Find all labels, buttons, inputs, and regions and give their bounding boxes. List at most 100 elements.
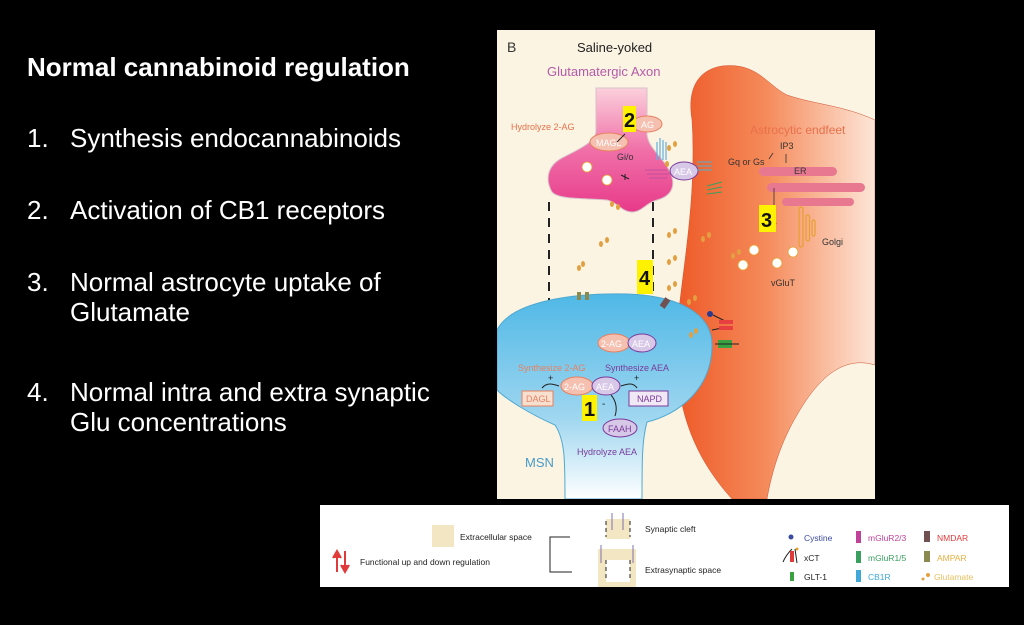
marker-2: 2 (623, 106, 636, 132)
faah-label: FAAH (608, 424, 632, 434)
vesicles (581, 161, 613, 186)
point-text: Synthesis endocannabinoids (70, 123, 402, 153)
svg-text:1: 1 (584, 399, 595, 421)
synaptic-cleft-label: Synaptic cleft (645, 524, 696, 534)
svg-text:4: 4 (639, 268, 651, 290)
glutamate-dots (577, 141, 741, 338)
point-item: 2. Activation of CB1 receptors (27, 195, 450, 225)
dagl-label: DAGL (526, 394, 551, 404)
magl-enzyme (589, 132, 629, 152)
synaptic-cleft-swatch (606, 519, 630, 539)
plus-sign: + (548, 373, 553, 383)
legend-glutamate: Glutamate (934, 572, 973, 582)
synapse-svg: B Saline-yoked Glutamatergic Axon Astroc… (497, 39, 875, 499)
legend-nmdar: NMDAR (937, 533, 968, 543)
ampar-receptor (577, 292, 589, 300)
marker-3: 3 (759, 205, 776, 232)
extracellular-swatch (432, 525, 454, 547)
slide-title: Normal cannabinoid regulation (27, 52, 410, 82)
point-item: 3. Normal astrocyte uptake of Glutamate (27, 267, 430, 327)
updown-arrows-icon (332, 548, 350, 575)
legend-cystine: Cystine (804, 533, 833, 543)
point-number: 4. (27, 377, 49, 407)
xct-icon (782, 547, 799, 564)
2ag-label: 2-AG (601, 339, 622, 349)
cb1r-receptor (697, 161, 712, 171)
point-item: 4. Normal intra and extra synaptic Glu co… (27, 377, 455, 437)
mglur23-receptor (645, 169, 669, 179)
ip3-label: IP3 (780, 141, 794, 151)
er-label: ER (794, 166, 807, 176)
synapse-diagram: B Saline-yoked Glutamatergic Axon Astroc… (497, 30, 875, 499)
mglur23-icon (856, 531, 861, 543)
point-text: Normal astrocyte uptake of Glutamate (70, 267, 381, 327)
minus-sign: - (602, 399, 605, 410)
napd-enzyme (628, 390, 669, 407)
cystine-icon (788, 534, 794, 540)
vglut-label: vGluT (771, 278, 796, 288)
legend-bracket (549, 536, 572, 573)
glutamate-icon (921, 573, 930, 581)
ampar-icon (924, 551, 930, 562)
figure-legend: Extracellular space Functional up and do… (320, 505, 1009, 587)
mglur15-icon (856, 551, 861, 563)
mglur15-receptor (706, 181, 723, 195)
legend-glt1: GLT-1 (804, 572, 827, 582)
msn-label: MSN (525, 455, 554, 470)
aea-molecule (669, 161, 699, 181)
slide-text: Normal cannabinoid regulation 1. Synthesi… (27, 52, 430, 437)
extrasynaptic-label: Extrasynaptic space (645, 565, 721, 575)
svg-text:3: 3 (761, 210, 772, 232)
legend-cb1r: CB1R (868, 572, 891, 582)
gq-gs-label: Gq or Gs (728, 157, 765, 167)
hydrolyze-2ag-label: Hydrolyze 2-AG (511, 122, 575, 132)
point-number: 2. (27, 195, 49, 225)
cystine (707, 311, 713, 317)
legend-svg: Extracellular space Functional up and do… (332, 513, 973, 587)
cb1r-icon (856, 570, 861, 582)
2ag-label: 2-AG (564, 382, 585, 392)
golgi-label: Golgi (822, 237, 843, 247)
point-item: 1. Synthesis endocannabinoids (27, 123, 450, 153)
marker-1: 1 (582, 395, 597, 421)
figure-title: Saline-yoked (577, 40, 652, 55)
legend-xct: xCT (804, 553, 820, 563)
extracellular-label: Extracellular space (460, 532, 532, 542)
er-shape (782, 198, 854, 206)
legend-mglur23: mGluR2/3 (868, 533, 907, 543)
point-text: Activation of CB1 receptors (70, 195, 386, 225)
glt1-icon (790, 572, 794, 581)
hydrolyze-aea-label: Hydrolyze AEA (577, 447, 637, 457)
legend-mglur15: mGluR1/5 (868, 553, 907, 563)
faah-enzyme (602, 418, 638, 438)
synthesize-2ag-label: Synthesize 2-AG (518, 363, 586, 373)
napd-label: NAPD (637, 394, 663, 404)
golgi-shape (798, 206, 804, 248)
dagl-enzyme (521, 390, 554, 407)
cb1r-receptor (656, 138, 667, 160)
axon-label: Glutamatergic Axon (547, 64, 660, 79)
point-text: Normal intra and extra synaptic Glu conc… (70, 377, 430, 437)
point-number: 3. (27, 267, 49, 297)
msn-neuron (497, 293, 713, 499)
aea-label: AEA (596, 382, 614, 392)
ag-label: AG (641, 120, 654, 130)
updown-label: Functional up and down regulation (360, 557, 490, 567)
aea-label: AEA (632, 339, 650, 349)
magl-label: MAGL (596, 138, 622, 148)
aea-label: AEA (674, 167, 692, 177)
nmdar-receptor (659, 297, 671, 309)
astro-label: Astrocytic endfeet (750, 123, 846, 137)
point-number: 1. (27, 123, 49, 153)
marker-4: 4 (637, 260, 653, 294)
er-shape (759, 167, 837, 176)
plus-sign: + (634, 373, 639, 383)
panel-letter: B (507, 39, 516, 55)
vesicles (737, 244, 799, 271)
svg-text:2: 2 (624, 110, 635, 132)
er-shape (767, 183, 865, 192)
nmdar-icon (924, 531, 930, 542)
legend-ampar: AMPAR (937, 553, 967, 563)
synthesize-aea-label: Synthesize AEA (605, 363, 669, 373)
gio-label: Gi/o (617, 152, 634, 162)
